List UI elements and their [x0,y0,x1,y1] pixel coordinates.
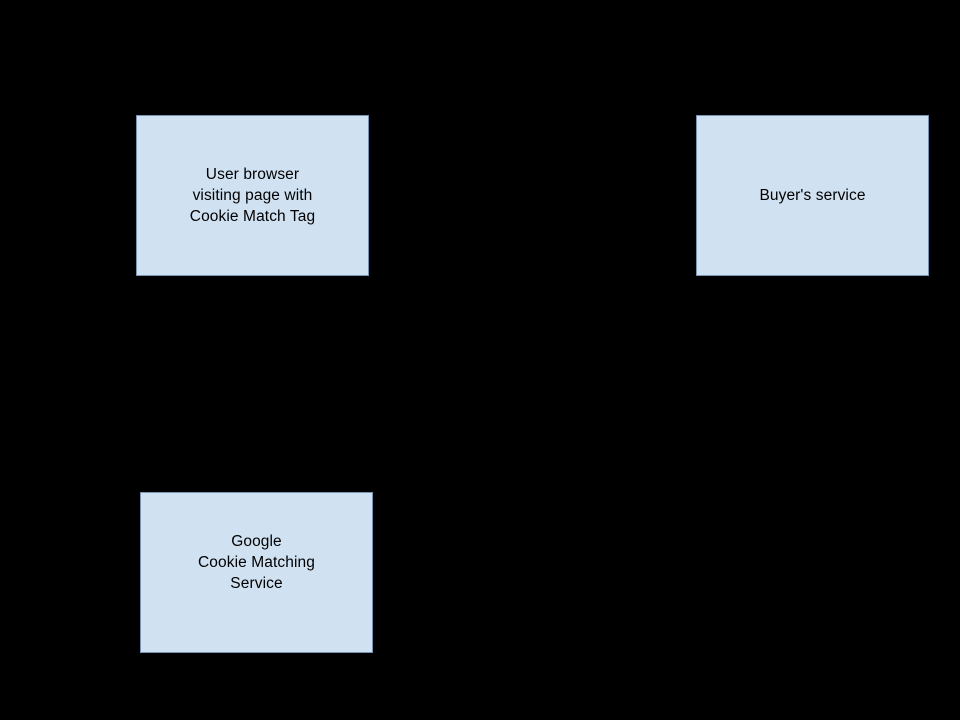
node-user-browser-label: User browser visiting page with Cookie M… [189,166,316,225]
node-buyers-service[interactable]: Buyer's service [696,115,929,276]
node-google-cookie-matching-service[interactable]: Google Cookie Matching Service [140,492,373,653]
node-buyers-service-label: Buyer's service [759,187,866,204]
node-user-browser[interactable]: User browser visiting page with Cookie M… [136,115,369,276]
node-google-cookie-matching-service-label: Google Cookie Matching Service [198,533,315,592]
connector-buyers-service-to-google-cookie-matching-service [373,276,813,574]
